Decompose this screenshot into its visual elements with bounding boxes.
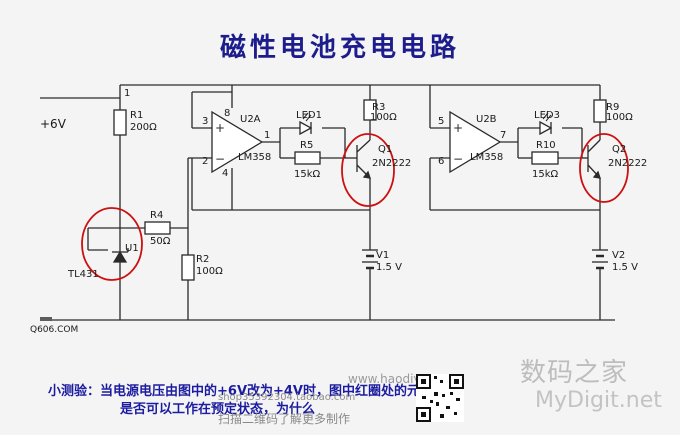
quiz-note-line2: 是否可以工作在预定状态，为什么	[120, 402, 316, 417]
u1-shunt-regulator	[112, 248, 129, 263]
v1-battery	[362, 249, 378, 280]
r3-name: R3	[372, 102, 385, 113]
r5-value: 15kΩ	[294, 169, 321, 180]
credit-label: Q606.COM	[30, 325, 78, 335]
u2b-plus-sign: +	[453, 121, 463, 135]
r2-name: R2	[196, 254, 209, 265]
r9-resistor	[593, 99, 607, 123]
r5-name: R5	[300, 140, 313, 151]
led3-label: LED3	[534, 110, 560, 121]
u2a-plus-sign: +	[215, 121, 225, 135]
u2a-minus-sign: −	[215, 152, 225, 166]
led1-label: LED1	[296, 110, 322, 121]
qr-code-icon	[416, 374, 464, 422]
r2-value: 100Ω	[196, 266, 223, 277]
resistor-bodies	[113, 99, 607, 281]
q1-part: 2N2222	[372, 158, 411, 169]
q2-highlight-circle	[579, 133, 629, 203]
supply-node-label: 1	[124, 88, 130, 99]
r3-resistor	[363, 99, 377, 121]
u2b-minus-sign: −	[453, 152, 463, 166]
q2-part: 2N2222	[608, 158, 647, 169]
u2b-pin6: 6	[438, 156, 444, 167]
r10-value: 15kΩ	[532, 169, 559, 180]
u2a-name: U2A	[240, 114, 261, 125]
u2b-pin7: 7	[500, 130, 506, 141]
q2-name: Q2	[612, 144, 626, 155]
v2-value: 1.5 V	[612, 262, 638, 273]
r9-name: R9	[606, 102, 619, 113]
r4-value: 50Ω	[150, 236, 171, 247]
led3-diode	[539, 120, 553, 136]
r10-resistor	[531, 151, 559, 165]
led1-diode	[299, 120, 313, 136]
u2a-pin3: 3	[202, 116, 208, 127]
q1-highlight-circle	[341, 133, 395, 207]
u1-highlight-circle	[81, 207, 143, 281]
r10-name: R10	[536, 140, 556, 151]
q1-name: Q1	[378, 144, 392, 155]
q1-transistor	[356, 139, 371, 179]
led3-emission-icon	[542, 112, 552, 122]
r3-value: 100Ω	[370, 112, 397, 123]
r9-value: 100Ω	[606, 112, 633, 123]
u2a-pin4: 4	[222, 168, 228, 179]
u2a-part: LM358	[238, 152, 271, 163]
r1-value: 200Ω	[130, 122, 157, 133]
wiring	[40, 84, 615, 321]
url-watermark-2: shop35392304.taobao.com	[218, 392, 356, 403]
v1-name: V1	[376, 250, 389, 261]
r4-name: R4	[150, 210, 163, 221]
u2b-part: LM358	[470, 152, 503, 163]
u2b-name: U2B	[476, 114, 497, 125]
u2a-pin2: 2	[202, 156, 208, 167]
r1-name: R1	[130, 110, 143, 121]
diagram-title: 磁性电池充电电路	[220, 32, 460, 63]
u2b-opamp	[449, 110, 502, 174]
site-watermark-cn: 数码之家	[520, 358, 629, 388]
r2-resistor	[181, 254, 195, 281]
quiz-note-line1: 小测验：当电源电压由图中的+6V改为+4V时，图中红圈处的元件	[48, 384, 433, 399]
q2-transistor	[587, 139, 601, 179]
u1-name: U1	[125, 243, 139, 254]
u2a-opamp	[211, 110, 264, 174]
url-watermark-3: 扫描二维码了解更多制作	[218, 412, 351, 426]
r4-resistor	[144, 221, 171, 235]
v1-value: 1.5 V	[376, 262, 402, 273]
v2-battery	[592, 249, 608, 280]
v2-name: V2	[612, 250, 625, 261]
site-watermark-en: MyDigit.net	[535, 388, 662, 413]
r5-resistor	[294, 151, 321, 165]
supply-voltage-label: +6V	[40, 117, 67, 131]
u2a-pin1: 1	[264, 130, 270, 141]
r1-resistor	[113, 109, 127, 136]
u2a-pin8: 8	[224, 108, 230, 119]
u1-part: TL431	[67, 269, 99, 280]
led1-emission-icon	[302, 112, 312, 122]
u2b-pin5: 5	[438, 116, 444, 127]
qr-code	[416, 374, 464, 422]
